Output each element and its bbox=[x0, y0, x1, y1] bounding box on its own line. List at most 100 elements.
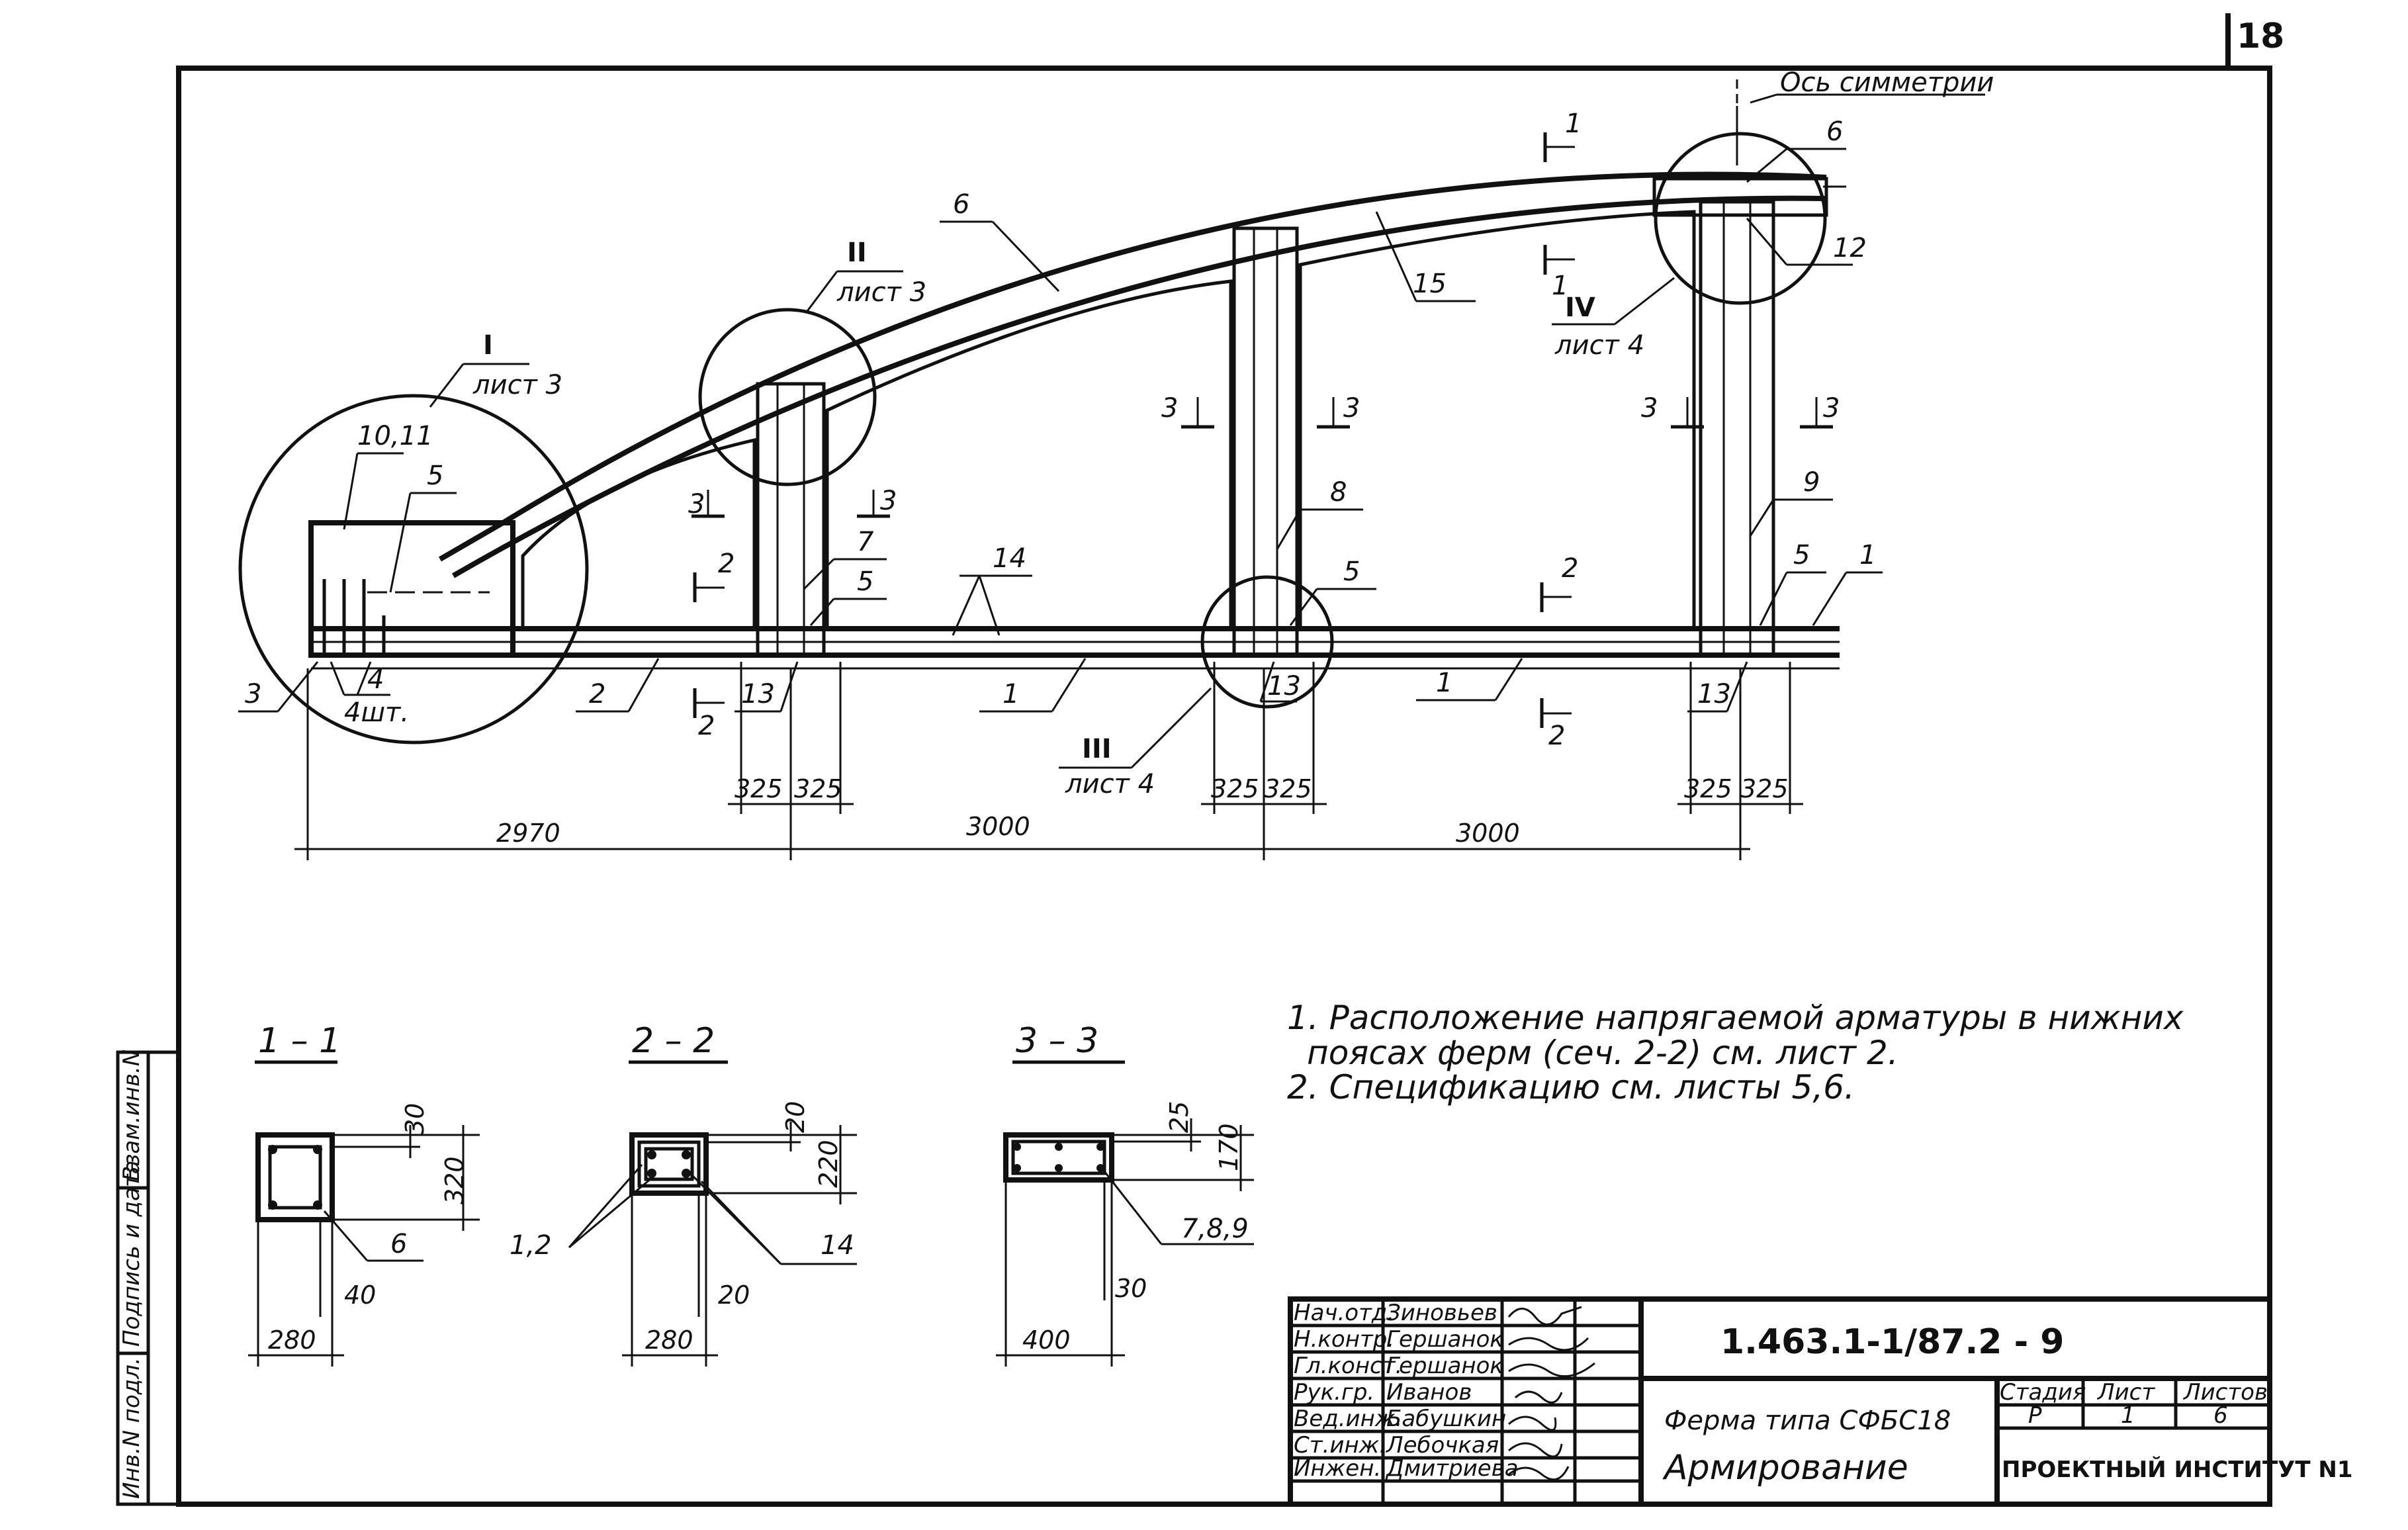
section-2-2: 2 – 2 20 220 280 20 1,2 14 bbox=[510, 1021, 857, 1367]
dim-3000-2: 3000 bbox=[1456, 819, 1520, 848]
callout-10-11: 10,11 bbox=[357, 421, 433, 451]
sheet-frame: 18 bbox=[176, 13, 2284, 1507]
s11-height: 320 bbox=[440, 1156, 469, 1204]
section-1-1: 1 – 1 30 320 280 40 6 bbox=[248, 1021, 480, 1367]
tb-name-4: Иванов bbox=[1386, 1379, 1472, 1406]
detail-II-sheet: лист 3 bbox=[836, 277, 926, 308]
s33-height: 170 bbox=[1214, 1123, 1243, 1171]
dim-325-4: 325 bbox=[1264, 774, 1312, 803]
callout-6-chord: 6 bbox=[953, 189, 969, 220]
callout-5-right: 5 bbox=[1343, 557, 1360, 587]
section-1-1-title: 1 – 1 bbox=[258, 1021, 341, 1061]
detail-I-sheet: лист 3 bbox=[472, 370, 562, 400]
tb-title-1: Ферма типа СФБС18 bbox=[1664, 1406, 1951, 1436]
callout-1-mid: 1 bbox=[1003, 679, 1019, 709]
s22-rebar-left: 1,2 bbox=[510, 1230, 552, 1261]
stamp-sign-date: Подпись и дата bbox=[118, 1160, 145, 1347]
callout-13-mid: 13 bbox=[1267, 671, 1301, 701]
cut-2-b: 2 bbox=[698, 711, 715, 741]
s11-cover-side: 40 bbox=[344, 1281, 376, 1310]
dim-3000-1: 3000 bbox=[966, 812, 1030, 841]
cut-1-bot: 1 bbox=[1552, 271, 1568, 301]
tb-sheet: 1 bbox=[2121, 1402, 2135, 1429]
tb-role-7: Инжен. bbox=[1294, 1455, 1381, 1482]
tb-role-1: Нач.отд. bbox=[1294, 1300, 1394, 1326]
s22-cover-top: 20 bbox=[781, 1101, 810, 1133]
cut-3-e: 3 bbox=[688, 489, 705, 519]
dim-325-1: 325 bbox=[735, 774, 783, 803]
callout-5-mid: 5 bbox=[857, 566, 873, 597]
truss-bottom-chord bbox=[311, 626, 1840, 670]
cut-3-c: 3 bbox=[1641, 393, 1658, 424]
tb-stage: Р bbox=[2028, 1402, 2042, 1429]
s11-width: 280 bbox=[268, 1326, 316, 1355]
callout-2: 2 bbox=[589, 679, 605, 709]
tb-role-4: Рук.гр. bbox=[1294, 1379, 1374, 1406]
tb-role-3: Гл.конст. bbox=[1294, 1353, 1402, 1379]
cut-3-a: 3 bbox=[1161, 393, 1178, 424]
tb-name-7: Дмитриева bbox=[1385, 1455, 1519, 1482]
cut-3-b: 3 bbox=[1343, 393, 1360, 424]
s33-rebar: 7,8,9 bbox=[1181, 1214, 1249, 1244]
dim-325-3: 325 bbox=[1211, 774, 1259, 803]
tb-role-2: Н.контр. bbox=[1294, 1326, 1394, 1353]
stamp-inv-podl: Инв.N подл. bbox=[118, 1357, 145, 1499]
callout-9: 9 bbox=[1803, 467, 1820, 498]
tb-code: 1.463.1-1/87.2 - 9 bbox=[1720, 1322, 2064, 1362]
cut-2-a: 2 bbox=[718, 549, 735, 579]
signatures bbox=[1507, 1306, 1595, 1481]
s11-rebar: 6 bbox=[390, 1229, 407, 1259]
tb-name-1: Зиновьев bbox=[1386, 1300, 1497, 1326]
tb-role-6: Ст.инж. bbox=[1294, 1432, 1386, 1459]
dim-325-5: 325 bbox=[1684, 774, 1732, 803]
callout-6-top: 6 bbox=[1826, 116, 1843, 147]
detail-circles bbox=[238, 106, 1827, 744]
dim-325-6: 325 bbox=[1740, 774, 1789, 803]
callout-7: 7 bbox=[857, 527, 874, 557]
section-cuts: 1 1 2 2 2 2 3 3 3 3 3 3 bbox=[688, 109, 1840, 751]
truss-top-chord bbox=[438, 171, 1846, 578]
note-line-1: 1. Расположение напрягаемой арматуры в н… bbox=[1287, 999, 2184, 1037]
callouts: 6 12 15 6 9 8 7 5 5 5 1 14 bbox=[238, 116, 1883, 728]
tb-name-5: Бабушкин bbox=[1386, 1406, 1506, 1432]
tb-sheets: 6 bbox=[2213, 1402, 2228, 1429]
general-notes: 1. Расположение напрягаемой арматуры в н… bbox=[1287, 999, 2184, 1106]
note-line-3: 2. Спецификацию см. листы 5,6. bbox=[1287, 1068, 1855, 1106]
dim-325-2: 325 bbox=[794, 774, 842, 803]
detail-III-num: III bbox=[1082, 734, 1112, 764]
stamp-vzam-inv: Взам.инв.N bbox=[118, 1050, 145, 1181]
detail-III-sheet: лист 4 bbox=[1065, 769, 1155, 799]
title-block: Нач.отд. Н.контр. Гл.конст. Рук.гр. Вед.… bbox=[1288, 1296, 2353, 1507]
callout-4-qty: 4шт. bbox=[344, 698, 409, 728]
dim-2970: 2970 bbox=[496, 819, 560, 848]
symmetry-label: Ось симметрии bbox=[1780, 68, 1994, 98]
detail-II-num: II bbox=[847, 238, 867, 268]
truss-posts bbox=[756, 177, 1828, 657]
symmetry-axis: Ось симметрии bbox=[1736, 68, 1994, 109]
cut-1-top: 1 bbox=[1565, 109, 1582, 139]
s33-cover-side: 30 bbox=[1115, 1274, 1147, 1303]
callout-12: 12 bbox=[1833, 233, 1867, 263]
tb-name-2: Гершанок bbox=[1386, 1326, 1503, 1353]
callout-5-end: 5 bbox=[1793, 540, 1810, 570]
section-2-2-title: 2 – 2 bbox=[632, 1021, 715, 1061]
section-3-3-title: 3 – 3 bbox=[1016, 1021, 1098, 1061]
callout-4: 4 bbox=[367, 664, 384, 695]
callout-3: 3 bbox=[245, 679, 261, 709]
tb-sheet-label: Лист bbox=[2096, 1379, 2155, 1406]
detail-IV-num: IV bbox=[1565, 292, 1595, 323]
callout-8: 8 bbox=[1330, 477, 1347, 508]
tb-stage-label: Стадия bbox=[2000, 1379, 2086, 1406]
s22-height: 220 bbox=[814, 1140, 843, 1188]
callout-1-end: 1 bbox=[1859, 540, 1876, 570]
callout-13-left: 13 bbox=[741, 679, 775, 709]
cut-3-d: 3 bbox=[1823, 393, 1840, 424]
cut-3-f: 3 bbox=[880, 486, 897, 516]
tb-org: ПРОЕКТНЫЙ ИНСТИТУТ N1 bbox=[2002, 1456, 2353, 1483]
callout-1-right: 1 bbox=[1436, 668, 1452, 698]
tb-title-2: Армирование bbox=[1662, 1448, 1908, 1488]
page-number: 18 bbox=[2237, 17, 2284, 56]
s22-cover-side: 20 bbox=[718, 1281, 750, 1310]
section-3-3: 3 – 3 25 170 400 30 7,8,9 bbox=[996, 1021, 1254, 1367]
